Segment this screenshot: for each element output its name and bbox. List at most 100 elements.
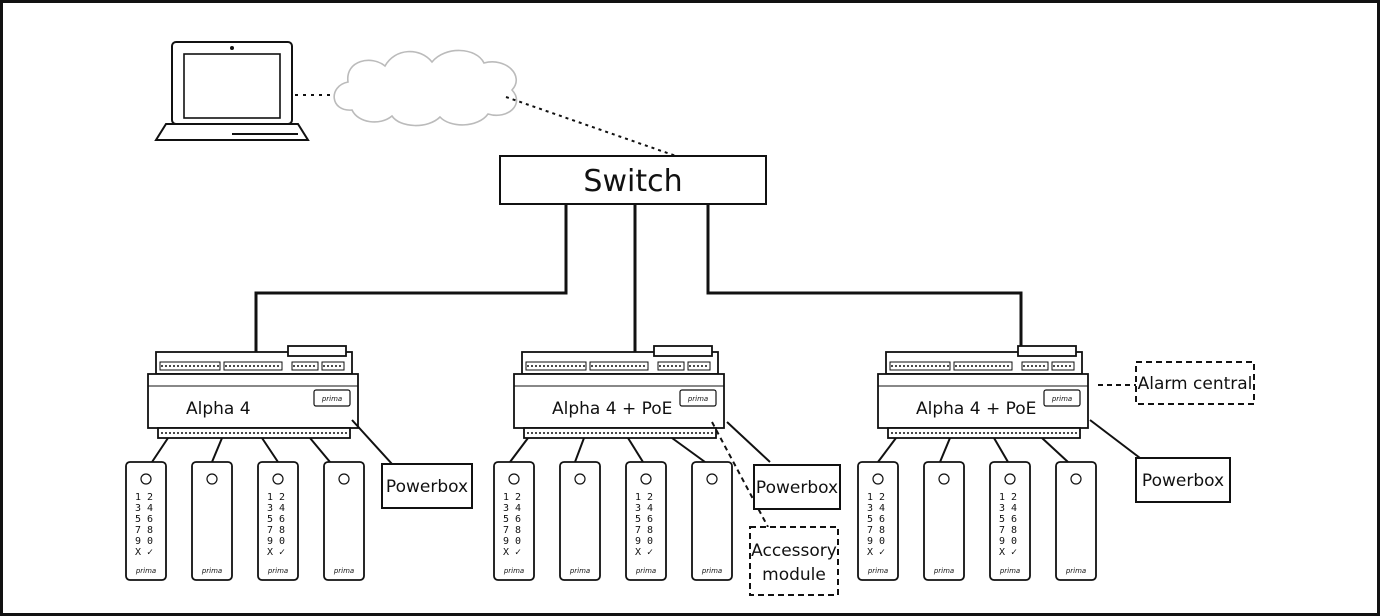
reader-led-icon [706,473,718,485]
reader-1-2: prima [191,461,233,581]
keypad-key: 3 [999,503,1005,514]
keypad-key: 4 [1011,503,1017,514]
keypad-key: 7 [999,525,1005,536]
keypad-key: 6 [515,514,521,525]
keypad-key: 9 [635,536,641,547]
keypad-key: 6 [879,514,885,525]
keypad-key: 6 [147,514,153,525]
keypad-key: 8 [147,525,153,536]
reader-brand: prima [201,567,222,575]
keypad-key: 8 [515,525,521,536]
accessory-module-box: Accessory module [749,526,839,596]
keypad-key: 5 [635,514,641,525]
keypad-key: 1 [635,492,641,503]
keypad-key: 6 [279,514,285,525]
keypad-key: 5 [267,514,273,525]
keypad-key: 2 [647,492,653,503]
reader-1-4: prima [323,461,365,581]
connector-lines [151,419,1141,465]
keypad-key: 6 [1011,514,1017,525]
keypad-key: 0 [1011,536,1017,547]
powerbox-3: Powerbox [1135,457,1231,503]
alarm-central-box: Alarm central [1135,361,1255,405]
reader-brand: prima [635,567,656,575]
keypad-key: 4 [647,503,653,514]
keypad-key: ✓ [1011,547,1017,558]
keypad-key: X [635,547,641,558]
controller-3-brand: prima [1051,395,1072,403]
keypad-key: 8 [1011,525,1017,536]
keypad-key: X [503,547,509,558]
keypad-key: X [267,547,273,558]
keypad-key: 7 [267,525,273,536]
keypad-key: 4 [515,503,521,514]
keypad-key: 2 [515,492,521,503]
keypad-key: 7 [635,525,641,536]
keypad-key: 2 [1011,492,1017,503]
keypad-key: 0 [647,536,653,547]
reader-led-icon [338,473,350,485]
keypad-key: 4 [147,503,153,514]
controller-2-brand: prima [687,395,708,403]
controller-1-label: Alpha 4 [186,399,251,419]
accessory-module-label-line1: Accessory [751,541,837,561]
reader-brand: prima [867,567,888,575]
keypad-key: 9 [503,536,509,547]
reader-brand: prima [503,567,524,575]
controller-2-label: Alpha 4 + PoE [552,399,672,419]
keypad-key: 3 [503,503,509,514]
controller-3: Alpha 4 + PoE prima [877,345,1089,439]
cloud-icon [333,49,518,127]
keypad-key: 5 [999,514,1005,525]
powerbox-2-label: Powerbox [756,478,838,498]
reader-led-icon [1004,473,1016,485]
reader-brand: prima [1065,567,1086,575]
keypad-key: 1 [867,492,873,503]
controller-2: Alpha 4 + PoE prima [513,345,725,439]
keypad-key: 9 [267,536,273,547]
reader-brand: prima [135,567,156,575]
powerbox-1-label: Powerbox [386,477,468,497]
keypad-key: 0 [879,536,885,547]
powerbox-1: Powerbox [381,463,473,509]
reader-brand: prima [267,567,288,575]
keypad-key: 9 [867,536,873,547]
reader-3-2: prima [923,461,965,581]
reader-brand: prima [933,567,954,575]
keypad-key: 8 [647,525,653,536]
keypad-key: X [999,547,1005,558]
keypad-key: ✓ [147,547,153,558]
alarm-central-label: Alarm central [1138,374,1253,394]
controller-3-label: Alpha 4 + PoE [916,399,1036,419]
keypad-key: 5 [867,514,873,525]
keypad-key: 1 [267,492,273,503]
keypad-key: 6 [647,514,653,525]
keypad-key: ✓ [879,547,885,558]
switch-box: Switch [499,155,767,205]
keypad-key: 3 [635,503,641,514]
powerbox-2: Powerbox [753,464,841,510]
keypad-key: X [867,547,873,558]
keypad-key: ✓ [647,547,653,558]
internet-link [505,96,677,157]
reader-brand: prima [701,567,722,575]
accessory-module-label-line2: module [762,565,826,585]
powerbox-3-label: Powerbox [1142,471,1224,491]
keypad-key: 2 [279,492,285,503]
keypad-key: 1 [135,492,141,503]
keypad-key: ✓ [515,547,521,558]
reader-brand: prima [569,567,590,575]
keypad-key: 5 [135,514,141,525]
reader-led-icon [574,473,586,485]
switch-label: Switch [583,164,682,199]
keypad-key: 5 [503,514,509,525]
keypad-key: 4 [279,503,285,514]
keypad-key: 3 [867,503,873,514]
